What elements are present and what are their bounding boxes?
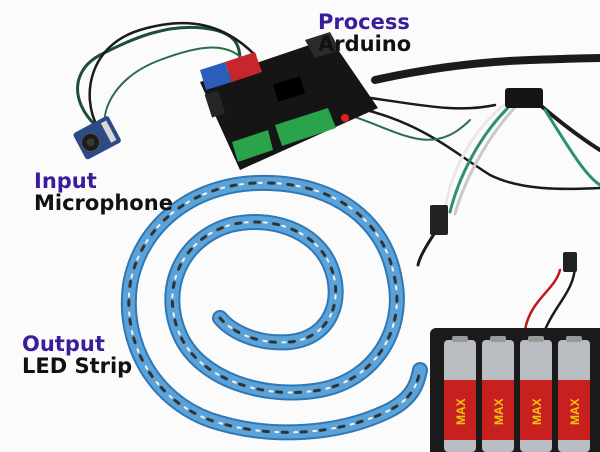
process-role-label: Process — [318, 10, 410, 34]
led-strip — [120, 174, 428, 441]
microphone-module — [73, 116, 121, 160]
battery-label: MAX — [568, 398, 582, 425]
output-role-label: Output — [22, 332, 105, 356]
battery-label: MAX — [454, 398, 468, 425]
battery-cell — [444, 336, 476, 452]
strip-connector — [505, 88, 543, 108]
cables — [76, 21, 600, 332]
battery-label: MAX — [492, 398, 506, 425]
battery-cell — [482, 336, 514, 452]
inline-connector — [430, 205, 448, 235]
process-part-label: Arduino — [318, 32, 412, 56]
input-part-label: Microphone — [34, 191, 173, 215]
arduino-board — [200, 32, 378, 170]
input-role-label: Input — [34, 169, 97, 193]
battery-cell — [558, 336, 590, 452]
battery-connector — [563, 252, 577, 272]
battery-label: MAX — [530, 398, 544, 425]
output-caption: Output LED Strip — [22, 333, 132, 377]
battery-cell — [520, 336, 552, 452]
battery-pack: MAX MAX MAX MAX — [430, 328, 600, 452]
input-caption: Input Microphone — [34, 170, 173, 214]
output-part-label: LED Strip — [22, 354, 133, 378]
process-caption: Process Arduino — [318, 11, 411, 55]
